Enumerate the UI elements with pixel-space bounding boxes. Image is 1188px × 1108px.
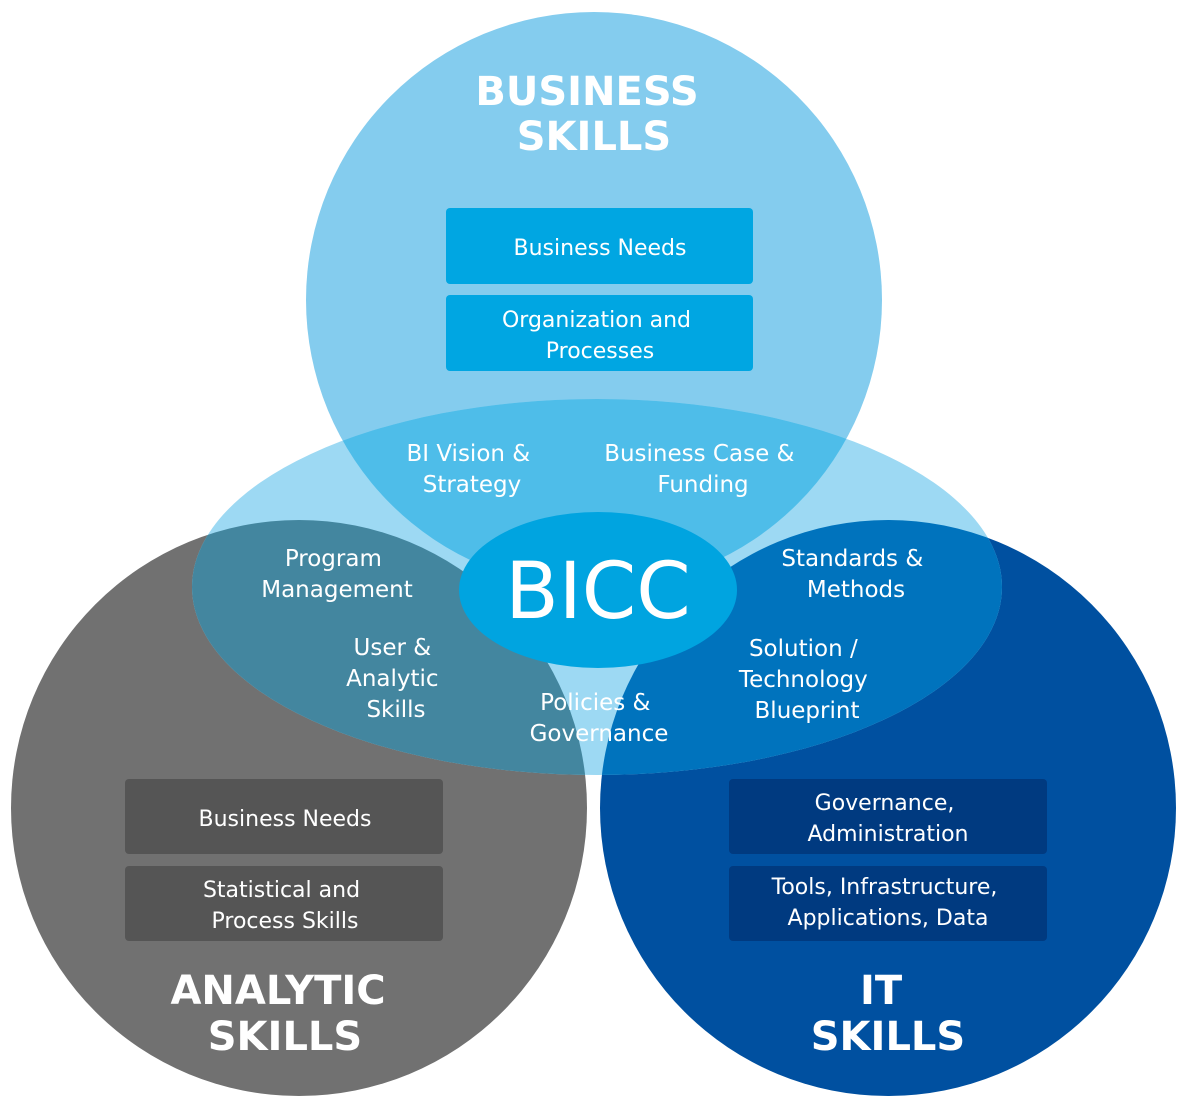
business-box-2 bbox=[446, 295, 753, 371]
program-management: Program Management bbox=[261, 546, 413, 603]
standards-methods: Standards & Methods bbox=[781, 546, 930, 603]
it-box-1 bbox=[729, 779, 1047, 854]
analytic-box-1 bbox=[125, 779, 443, 854]
policies-governance: Policies & Governance bbox=[530, 690, 669, 747]
bicc-core bbox=[459, 512, 737, 668]
business-box-1 bbox=[446, 208, 753, 284]
analytic-box-2-label: Statistical and Process Skills bbox=[203, 878, 367, 934]
it-box-1-label: Governance, Administration bbox=[808, 791, 969, 847]
analytic-box-1-label: Business Needs bbox=[199, 807, 372, 832]
analytic-overlap bbox=[192, 520, 587, 775]
analytic-title: ANALYTIC SKILLS bbox=[170, 968, 399, 1060]
bicc-label: BICC bbox=[505, 547, 690, 637]
user-analytic-skills: User & Analytic Skills bbox=[346, 635, 446, 723]
it-title: IT SKILLS bbox=[811, 968, 965, 1060]
business-box-1-label: Business Needs bbox=[514, 236, 687, 261]
bi-vision-strategy: BI Vision & Strategy bbox=[406, 441, 537, 498]
it-box-2-label: Tools, Infrastructure, Applications, Dat… bbox=[771, 875, 1005, 931]
business-title: BUSINESS SKILLS bbox=[475, 69, 712, 160]
business-overlap bbox=[306, 399, 882, 588]
business-case-funding: Business Case & Funding bbox=[604, 441, 802, 498]
it-box-2 bbox=[729, 866, 1047, 941]
analytic-box-2 bbox=[125, 866, 443, 941]
business-box-2-label: Organization and Processes bbox=[502, 308, 698, 364]
it-overlap bbox=[600, 520, 1002, 775]
solution-technology-blueprint: Solution / Technology Blueprint bbox=[738, 636, 875, 724]
